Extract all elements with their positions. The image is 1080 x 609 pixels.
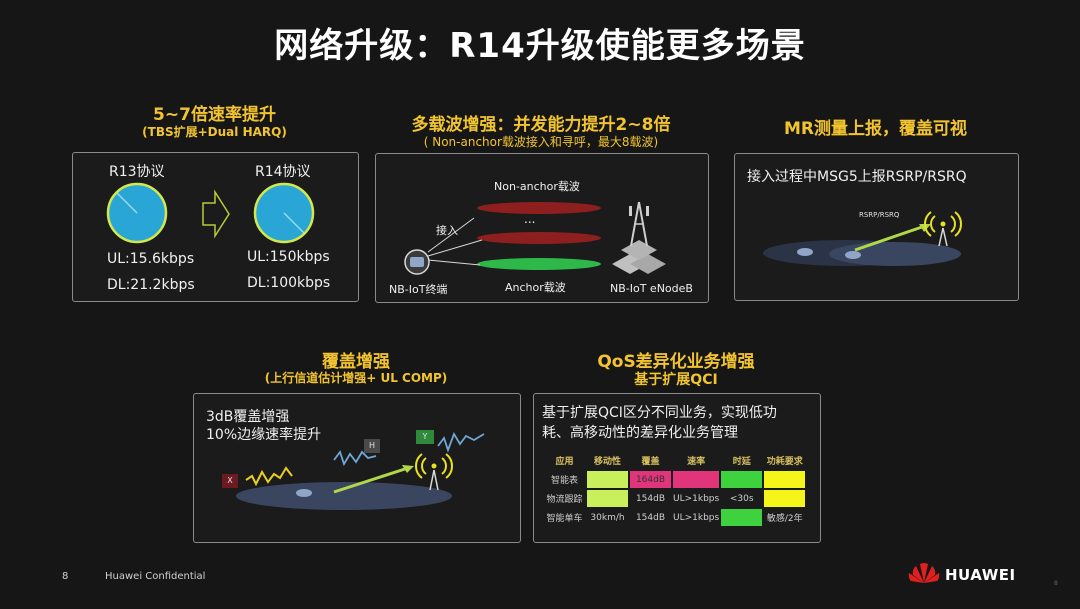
rate-heading: 5~7倍速率提升 — [153, 105, 276, 125]
qos-cell: 30km/h — [590, 512, 625, 523]
qos-cell: 物流跟踪 — [546, 495, 583, 505]
qos-cell: 智能单车 — [546, 514, 583, 524]
qos-row: 智能单车 30km/h 154dB UL>1kbps 敏感/2年 — [544, 509, 805, 526]
qos-cell: 164dB — [630, 471, 671, 488]
tag-y: Y — [416, 430, 434, 444]
huawei-logo-icon — [908, 563, 940, 583]
coverage-panel: 3dB覆盖增强 10%边缘速率提升 X H Y — [193, 393, 521, 543]
qos-cell — [587, 490, 628, 507]
multicarrier-panel: Non-anchor载波 ... 接入 NB-IoT终端 Anchor载波 NB… — [375, 153, 709, 303]
coverage-tower-icon — [415, 453, 453, 491]
qos-header-row: 应用 移动性 覆盖 速率 时延 功耗要求 — [544, 452, 805, 469]
r13-ul: UL:15.6kbps — [107, 251, 195, 267]
qos-cell — [721, 509, 763, 526]
qos-cell: 154dB — [635, 512, 666, 523]
qos-cell: 敏感/2年 — [766, 514, 803, 524]
rate-subheading: (TBS扩展+Dual HARQ) — [142, 125, 287, 139]
coverage-heading: 覆盖增强 — [322, 352, 390, 372]
qos-cell — [721, 471, 763, 488]
mr-panel: 接入过程中MSG5上报RSRP/RSRQ RSRP/RSRQ — [734, 153, 1019, 301]
terminal-icon — [404, 249, 430, 275]
coverage-subheading: (上行信道估计增强+ UL COMP) — [264, 371, 448, 385]
qos-header-cell: 应用 — [555, 457, 574, 467]
r14-circle-icon — [253, 182, 315, 244]
rate-panel: R13协议 R14协议 UL:15.6kbps DL:21.2kbps UL:1… — [72, 152, 359, 302]
non-anchor-label: Non-anchor载波 — [494, 180, 580, 193]
qos-cell — [764, 471, 806, 488]
multicarrier-subheading: ( Non-anchor载波接入和寻呼，最大8载波) — [423, 135, 659, 149]
r14-dl: DL:100kbps — [247, 275, 331, 291]
page-number: 8 — [62, 571, 69, 582]
qos-header-cell: 移动性 — [593, 457, 621, 467]
qos-header-cell: 覆盖 — [641, 457, 660, 467]
qos-header-cell: 功耗要求 — [766, 457, 803, 467]
terminal-label: NB-IoT终端 — [389, 283, 448, 296]
qos-header-cell: 时延 — [732, 457, 751, 467]
qos-table: 应用 移动性 覆盖 速率 时延 功耗要求智能表 164dB 物流跟踪 154dB UL>1kbps… — [542, 450, 807, 528]
qos-row: 智能表 164dB — [544, 471, 806, 488]
coverage-line2: 10%边缘速率提升 — [206, 427, 322, 443]
page-title: 网络升级：R14升级使能更多场景 — [274, 26, 806, 66]
tag-h: H — [364, 439, 380, 453]
carrier-diagram — [427, 201, 666, 274]
qos-heading: QoS差异化业务增强 — [597, 352, 755, 372]
brand-label: HUAWEI — [945, 566, 1016, 584]
anchor-label: Anchor载波 — [505, 281, 566, 294]
r13-circle-icon — [106, 182, 168, 244]
multicarrier-heading: 多载波增强：并发能力提升2~8倍 — [411, 115, 671, 135]
arrow-right-icon — [202, 189, 230, 239]
access-label: 接入 — [436, 224, 458, 237]
qos-cell: 154dB — [635, 493, 666, 504]
r13-label: R13协议 — [109, 164, 165, 180]
coverage-line1: 3dB覆盖增强 — [206, 409, 290, 425]
qos-row: 物流跟踪 154dB UL>1kbps <30s — [544, 490, 806, 507]
confidential-label: Huawei Confidential — [105, 571, 206, 582]
qos-cell — [764, 490, 806, 507]
carrier-dots: ... — [524, 212, 536, 226]
mr-diagram — [763, 211, 962, 266]
qos-subheading: 基于扩展QCI — [634, 372, 718, 388]
r14-label: R14协议 — [255, 164, 311, 180]
mr-heading: MR测量上报，覆盖可视 — [783, 119, 967, 139]
signal-tower-icon — [924, 211, 962, 247]
corner-mark: 8 — [1054, 580, 1058, 587]
r14-ul: UL:150kbps — [247, 249, 330, 265]
qos-cell: UL>1kbps — [673, 493, 720, 504]
enodeb-label: NB-IoT eNodeB — [610, 282, 693, 295]
qos-line2: 耗、高移动性的差异化业务管理 — [542, 425, 738, 441]
cell-tower-icon — [612, 201, 666, 274]
mr-arrow-label: RSRP/RSRQ — [859, 211, 900, 219]
mr-text: 接入过程中MSG5上报RSRP/RSRQ — [747, 169, 967, 185]
qos-cell: UL>1kbps — [673, 512, 720, 523]
qos-line1: 基于扩展QCI区分不同业务，实现低功 — [542, 405, 777, 421]
qos-panel: 基于扩展QCI区分不同业务，实现低功 耗、高移动性的差异化业务管理 应用 移动性 覆… — [533, 393, 821, 543]
qos-cell — [673, 471, 720, 488]
r13-dl: DL:21.2kbps — [107, 277, 195, 293]
qos-cell — [587, 471, 628, 488]
qos-cell: <30s — [729, 493, 754, 504]
tag-x: X — [222, 474, 238, 488]
qos-cell: 智能表 — [550, 476, 578, 486]
qos-header-cell: 速率 — [687, 457, 706, 467]
coverage-diagram — [236, 431, 485, 510]
